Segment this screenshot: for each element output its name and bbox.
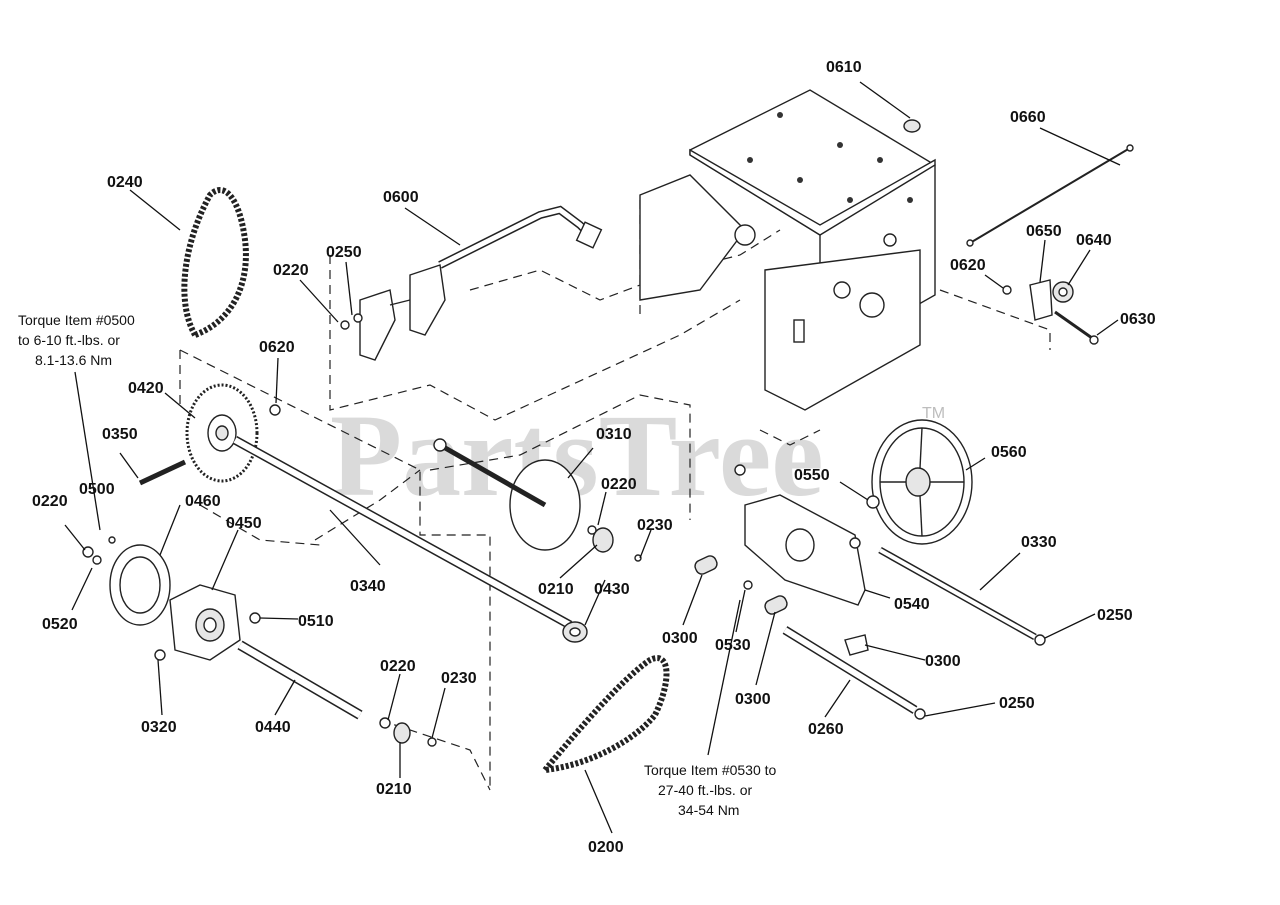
svg-text:8.1-13.6 Nm: 8.1-13.6 Nm [35, 352, 112, 368]
sprocket-0420 [138, 383, 281, 486]
label-0300: 0300 [662, 630, 698, 647]
label-0600: 0600 [383, 189, 419, 206]
label-0220: 0220 [32, 493, 68, 510]
svg-text:27-40 ft.-lbs. or: 27-40 ft.-lbs. or [658, 782, 752, 798]
label-0610: 0610 [826, 59, 862, 76]
nut-0610 [903, 119, 921, 133]
label-0260: 0260 [808, 721, 844, 738]
label-0620: 0620 [950, 257, 986, 274]
label-0500: 0500 [79, 481, 115, 498]
label-0220: 0220 [273, 262, 309, 279]
idler-bracket-assembly [1002, 279, 1099, 345]
label-0640: 0640 [1076, 232, 1112, 249]
label-0230: 0230 [441, 670, 477, 687]
chain-0240 [181, 187, 249, 339]
shift-lever-0600 [340, 205, 603, 361]
label-0630: 0630 [1120, 311, 1156, 328]
label-0300: 0300 [925, 653, 961, 670]
friction-disc-0310 [433, 438, 642, 562]
label-0520: 0520 [42, 616, 78, 633]
drive-wheel-0560 [866, 419, 973, 545]
leader-lines [64, 81, 1121, 834]
part-labels: 0610 0660 0240 0600 0220 0250 0650 0640 … [32, 59, 1156, 856]
label-0430: 0430 [594, 581, 630, 598]
label-0240: 0240 [107, 174, 143, 191]
housing-plate-0540 [734, 464, 866, 606]
shaft-0330 [878, 546, 1046, 646]
label-0550: 0550 [794, 467, 830, 484]
shaft-0340 [232, 436, 588, 643]
shift-rod-0660 [969, 147, 1131, 244]
label-0350: 0350 [102, 426, 138, 443]
label-0340: 0340 [350, 578, 386, 595]
label-0510: 0510 [298, 613, 334, 630]
label-0460: 0460 [185, 493, 221, 510]
hub-plate-0460 [82, 536, 171, 626]
label-0230: 0230 [637, 517, 673, 534]
label-0560: 0560 [991, 444, 1027, 461]
label-0650: 0650 [1026, 223, 1062, 240]
label-0310: 0310 [596, 426, 632, 443]
label-0320: 0320 [141, 719, 177, 736]
label-0660: 0660 [1010, 109, 1046, 126]
svg-text:Torque Item #0530 to: Torque Item #0530 to [644, 762, 777, 778]
label-0200: 0200 [588, 839, 624, 856]
label-0620: 0620 [259, 339, 295, 356]
label-0440: 0440 [255, 719, 291, 736]
shaft-0440 [237, 640, 437, 747]
torque-note-0500: Torque Item #0500 to 6-10 ft.-lbs. or 8.… [18, 312, 135, 368]
label-0220: 0220 [601, 476, 637, 493]
springs-0300 [694, 555, 788, 615]
label-0210: 0210 [376, 781, 412, 798]
shaft-0260 [782, 626, 926, 720]
gear-housing-0450 [154, 584, 261, 661]
svg-text:Torque Item #0500: Torque Item #0500 [18, 312, 135, 328]
label-0420: 0420 [128, 380, 164, 397]
label-0210: 0210 [538, 581, 574, 598]
label-0250: 0250 [999, 695, 1035, 712]
label-0220: 0220 [380, 658, 416, 675]
watermark-trademark: TM [922, 405, 945, 422]
label-0530: 0530 [715, 637, 751, 654]
torque-note-0530: Torque Item #0530 to 27-40 ft.-lbs. or 3… [644, 762, 777, 818]
label-0250: 0250 [326, 244, 362, 261]
label-0250: 0250 [1097, 607, 1133, 624]
label-0450: 0450 [226, 515, 262, 532]
label-0330: 0330 [1021, 534, 1057, 551]
svg-text:to 6-10 ft.-lbs. or: to 6-10 ft.-lbs. or [18, 332, 120, 348]
svg-text:34-54 Nm: 34-54 Nm [678, 802, 739, 818]
frame-housing [639, 89, 936, 411]
chain-0200 [537, 655, 670, 774]
label-0540: 0540 [894, 596, 930, 613]
label-0300: 0300 [735, 691, 771, 708]
